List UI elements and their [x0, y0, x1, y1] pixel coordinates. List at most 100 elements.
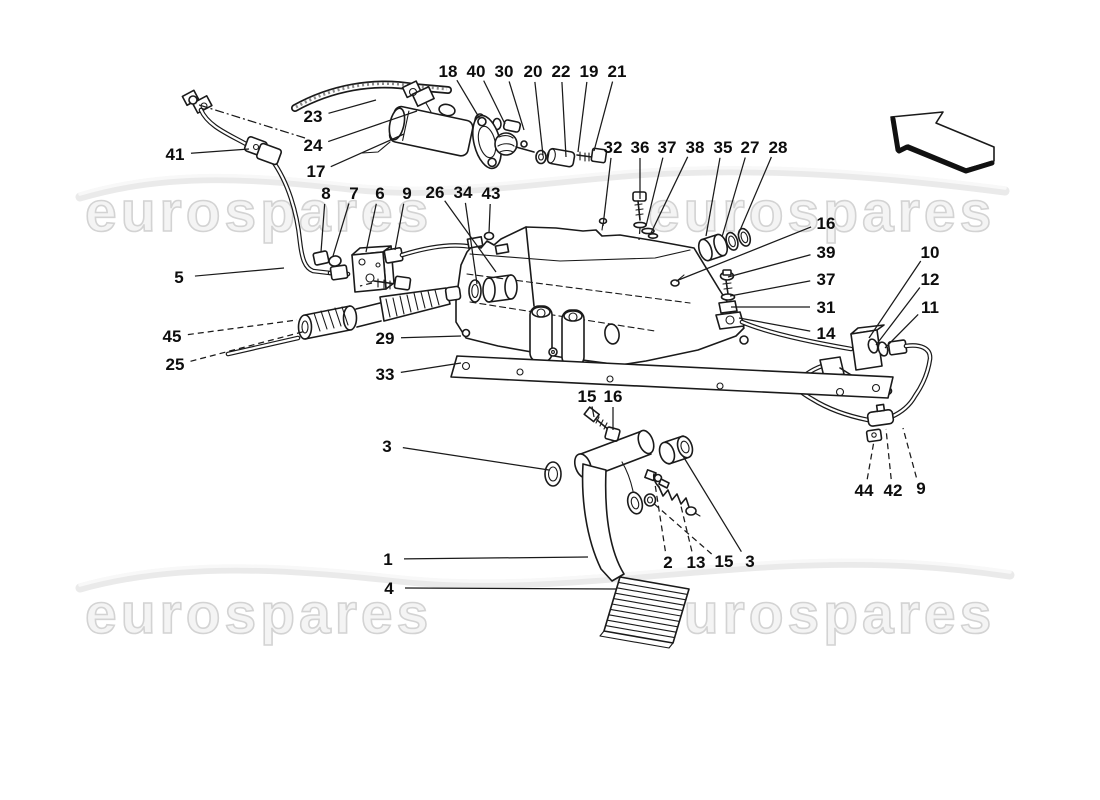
part-number-15: 15 — [578, 387, 597, 406]
part-number-22: 22 — [552, 62, 571, 81]
part-number-6: 6 — [375, 184, 384, 203]
watermark-band-top: eurospares eurospares — [75, 165, 1010, 245]
watermark-band-bottom: eurospares eurospares — [75, 558, 1015, 647]
part-number-33: 33 — [376, 365, 395, 384]
leader-line-19 — [577, 81, 588, 153]
part-number-7: 7 — [349, 184, 358, 203]
leader-line-40 — [483, 80, 506, 125]
direction-arrow-icon — [890, 111, 995, 174]
part-number-37: 37 — [817, 270, 836, 289]
leader-line-28 — [737, 156, 772, 236]
top-right-bushing-set — [697, 227, 752, 262]
part-number-13: 13 — [687, 553, 706, 572]
pipe-end-fitting — [181, 89, 213, 114]
part-number-39: 39 — [817, 243, 836, 262]
part-number-44: 44 — [855, 481, 874, 500]
leader-line-4 — [404, 587, 617, 590]
leader-line-7 — [332, 203, 350, 257]
leader-line-20 — [534, 81, 544, 156]
part-number-10: 10 — [921, 243, 940, 262]
part-number-42: 42 — [884, 481, 903, 500]
part-number-12: 12 — [921, 270, 940, 289]
part-number-36: 36 — [631, 138, 650, 157]
watermark-text: eurospares — [648, 582, 995, 646]
pedal-support-housing — [455, 217, 749, 367]
leader-line-13 — [679, 501, 693, 552]
leader-line-43 — [488, 203, 491, 234]
part-number-3: 3 — [382, 437, 391, 456]
leader-line-9 — [902, 427, 918, 478]
leader-line-8 — [320, 203, 326, 253]
part-number-29: 29 — [376, 329, 395, 348]
leader-line-30 — [508, 81, 525, 131]
leader-line-42 — [885, 428, 892, 480]
leader-line-16 — [675, 226, 812, 282]
leader-line-21 — [593, 81, 614, 152]
leader-line-1 — [403, 556, 589, 560]
leader-line-3 — [402, 446, 550, 471]
part-number-18: 18 — [439, 62, 458, 81]
watermark-text: eurospares — [648, 180, 995, 244]
bracket-bolt-stack — [715, 269, 745, 330]
part-number-35: 35 — [714, 138, 733, 157]
part-number-19: 19 — [580, 62, 599, 81]
leader-line-41 — [190, 148, 250, 154]
part-number-1: 1 — [383, 550, 392, 569]
part-number-40: 40 — [467, 62, 486, 81]
leader-line-14 — [738, 317, 811, 332]
part-number-3: 3 — [745, 552, 754, 571]
pedal-pivot — [544, 406, 694, 487]
part-number-16: 16 — [604, 387, 623, 406]
leader-line-18 — [456, 79, 481, 120]
leader-line-38 — [650, 156, 689, 234]
leader-line-25 — [190, 330, 307, 362]
part-number-26: 26 — [426, 183, 445, 202]
leader-line-22 — [561, 81, 567, 158]
leader-line-17 — [330, 133, 405, 168]
clutch-pedal — [581, 461, 690, 649]
leader-line-32 — [602, 157, 612, 227]
clutch-pipe — [198, 107, 333, 276]
leader-line-9 — [394, 203, 405, 251]
part-number-14: 14 — [817, 324, 836, 343]
splined-shaft — [225, 285, 462, 357]
watermark-text: eurospares — [85, 180, 432, 244]
leader-line-2 — [654, 483, 666, 552]
part-number-23: 23 — [304, 107, 323, 126]
leader-line-11 — [884, 313, 919, 349]
leader-line-37 — [729, 280, 811, 297]
part-number-15: 15 — [715, 552, 734, 571]
clutch-release-drawing — [181, 80, 933, 649]
part-number-43: 43 — [482, 184, 501, 203]
pedal-spring-group — [643, 469, 701, 517]
part-number-30: 30 — [495, 62, 514, 81]
part-number-31: 31 — [817, 298, 836, 317]
cover-bolt — [632, 191, 659, 241]
leader-line-27 — [721, 157, 746, 238]
part-number-16: 16 — [817, 214, 836, 233]
leader-line-24 — [328, 110, 418, 143]
watermark-text: eurospares — [85, 582, 432, 646]
leader-line-29 — [400, 335, 462, 339]
part-number-17: 17 — [307, 162, 326, 181]
leader-line-35 — [705, 157, 721, 237]
leader-line-6 — [365, 203, 377, 253]
part-number-38: 38 — [686, 138, 705, 157]
part-number-8: 8 — [321, 184, 330, 203]
right-pipe-assembly — [739, 319, 933, 443]
part-number-28: 28 — [769, 138, 788, 157]
leader-line-33 — [400, 362, 462, 374]
part-number-20: 20 — [524, 62, 543, 81]
leader-line-10 — [868, 260, 922, 339]
part-number-32: 32 — [604, 138, 623, 157]
part-number-5: 5 — [174, 268, 183, 287]
leader-line-37 — [645, 157, 664, 227]
part-number-37: 37 — [658, 138, 677, 157]
part-number-4: 4 — [384, 579, 394, 598]
gasket — [450, 355, 894, 399]
leader-line-44 — [866, 440, 875, 480]
leader-line-15 — [591, 406, 595, 418]
